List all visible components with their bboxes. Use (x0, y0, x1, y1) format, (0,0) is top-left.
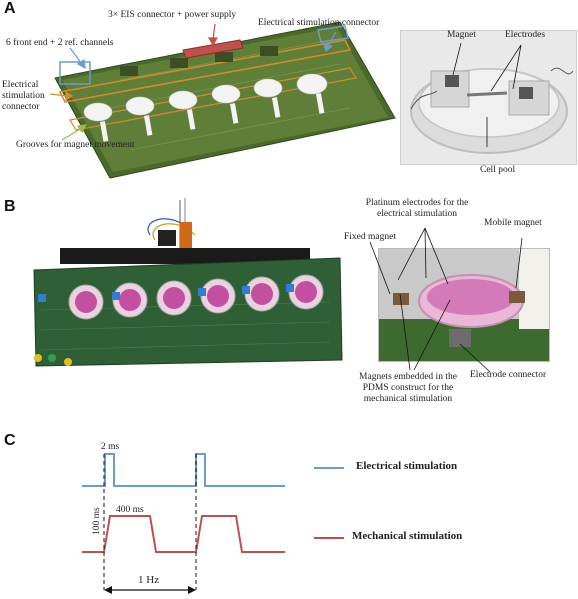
mobile-magnet-label: Mobile magnet (484, 218, 542, 228)
front-end-label: 6 front end + 2 ref. channels (6, 38, 114, 48)
electrodes-label: Electrodes (505, 30, 546, 40)
ramp-label: 100 ms (92, 507, 102, 535)
panel-a-letter: A (4, 0, 16, 17)
stimulation-timing-diagram (82, 453, 344, 594)
legend-electrical-label: Electrical stimulation (356, 460, 458, 472)
frequency-label: 1 Hz (138, 574, 160, 586)
legend-mechanical-label: Mechanical stimulation (352, 530, 463, 542)
electrical-stimulation-trace (82, 453, 285, 487)
grooves-label: Grooves for magnet movement (16, 140, 135, 150)
magnet-label: Magnet (447, 30, 477, 40)
panel-c-letter: C (4, 432, 16, 449)
cell-pool-photo (400, 30, 577, 165)
stim-connector-left-label: Electrical stimulation connector (2, 80, 45, 112)
panel-b-letter: B (4, 198, 16, 215)
embedded-magnets-label: Magnets embedded in the PDMS construct f… (359, 372, 457, 404)
electrode-connector-label: Electrode connector (470, 370, 547, 380)
fixed-magnet-label: Fixed magnet (344, 232, 396, 242)
cell-pool-label: Cell pool (480, 165, 516, 175)
eis-connector-label: 3× EIS connector + power supply (108, 10, 237, 20)
pdms-construct-photo (378, 248, 550, 362)
panel-a-pcb-illustration (49, 21, 396, 179)
panel-b-board-photo (33, 198, 343, 367)
stim-connector-top-label: Electrical stimulation connector (258, 18, 380, 28)
panel-b-callout-lines (369, 227, 523, 373)
plateau-label: 400 ms (116, 505, 144, 515)
pulse-width-label: 2 ms (101, 442, 120, 452)
mechanical-stimulation-trace (82, 515, 285, 553)
platinum-electrodes-label: Platinum electrodes for the electrical s… (365, 198, 469, 219)
